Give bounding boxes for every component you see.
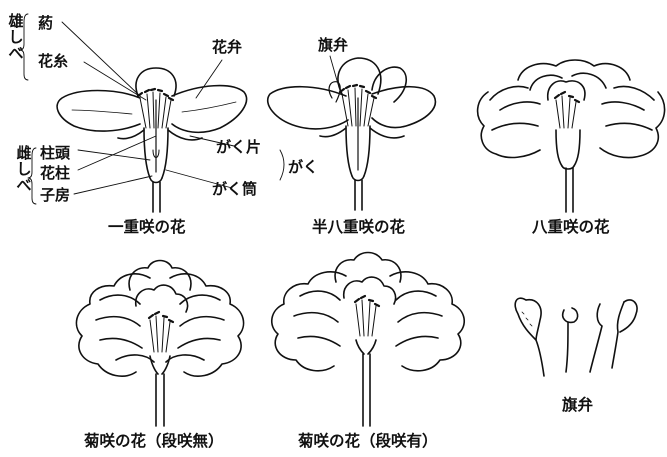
single-flower-caption: 一重咲の花: [108, 220, 186, 236]
pistil-group-label: 雌しべ: [16, 146, 32, 193]
ovary-label: 子房: [40, 188, 70, 203]
semi-left-petal: [268, 87, 348, 129]
semi-flag-leader: [330, 56, 338, 84]
chrysanthemum-tier-drawing: [272, 253, 465, 427]
single-stem: [153, 182, 160, 212]
sepal-label: がく片: [216, 140, 261, 155]
semi-double-flower-drawing: [268, 58, 436, 210]
stamen-group-label: 雄しべ: [8, 14, 24, 61]
stigma-label: 柱頭: [40, 146, 70, 161]
flag-petal-label: 旗弁: [318, 38, 348, 53]
single-right-petal: [172, 86, 247, 133]
filament-label: 花糸: [38, 54, 68, 69]
chrysanthemum-no-tier-drawing: [76, 261, 243, 427]
style-label: 花柱: [40, 166, 70, 181]
calyx-label: がく: [288, 160, 318, 175]
chrysanthemum2-stamens: [355, 296, 379, 336]
single-back-petal: [136, 68, 176, 96]
petal-label: 花弁: [212, 40, 242, 55]
flag-petals-drawing: [515, 298, 637, 376]
single-sepal-left: [118, 130, 144, 139]
semi-right-petal: [372, 87, 435, 128]
double-stamens: [555, 92, 579, 128]
calyx-tube-label: がく筒: [212, 182, 257, 197]
semi-back-petal-2: [372, 67, 406, 102]
chrysanthemum1-stamens: [149, 312, 173, 352]
anther-label: 葯: [38, 16, 53, 31]
flag-petals-caption: 旗弁: [562, 398, 593, 414]
semi-double-flower-caption: 半八重咲の花: [312, 220, 405, 236]
chrysanthemum-no-tier-caption: 菊咲の花（段咲無）: [84, 434, 224, 450]
double-flower-drawing: [478, 60, 665, 212]
single-sepal-right: [168, 130, 202, 140]
chrysanthemum-tier-caption: 菊咲の花（段咲有）: [298, 434, 438, 450]
double-flower-caption: 八重咲の花: [532, 220, 610, 236]
